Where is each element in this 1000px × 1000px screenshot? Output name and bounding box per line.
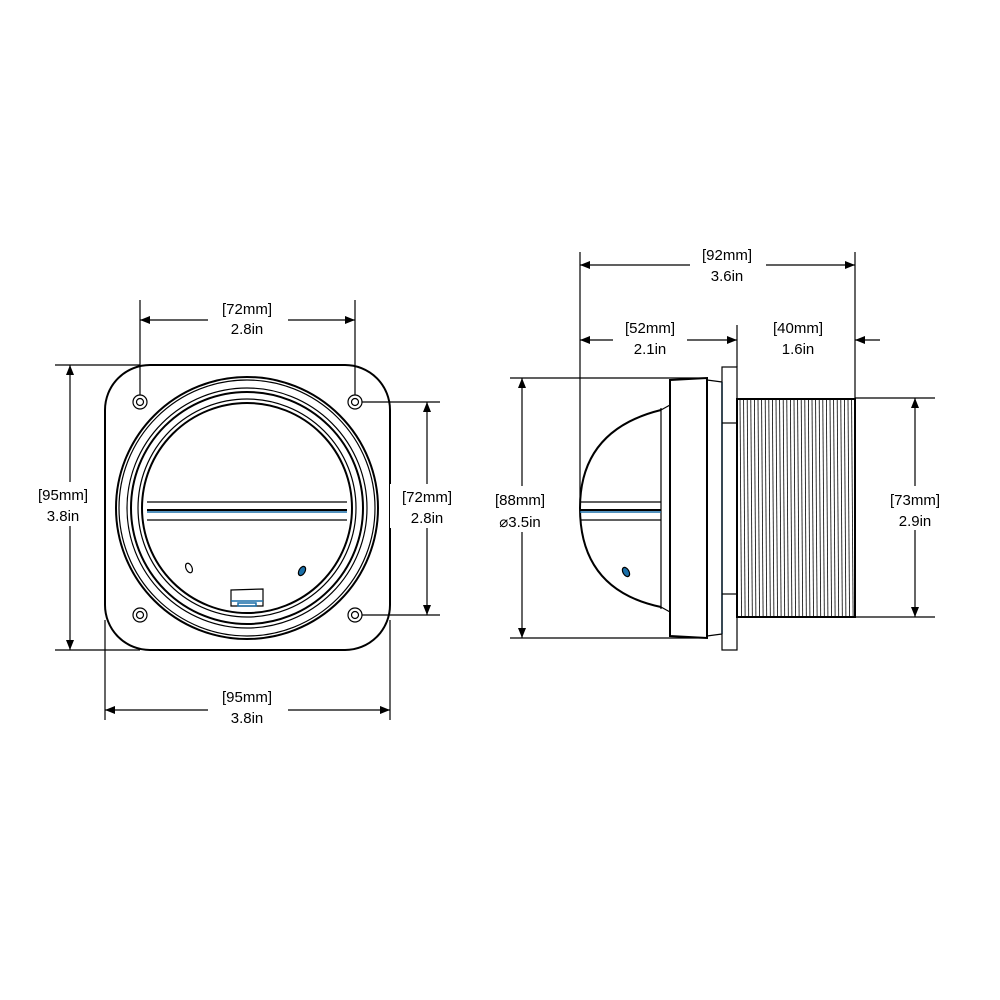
dimension-label-mm: [52mm] — [625, 320, 675, 337]
thread-line — [793, 399, 796, 617]
thread-line — [775, 399, 778, 617]
dimension-thread-73mm: [73mm] 2.9in — [855, 397, 954, 618]
thread-line — [764, 399, 768, 617]
dimension-diameter-88mm: [88mm] ⌀3.5in — [484, 377, 707, 639]
thread-line — [833, 399, 836, 617]
thread-line — [844, 399, 847, 617]
dimension-label-mm: [95mm] — [222, 689, 272, 706]
thread-line — [829, 399, 832, 617]
thread-line — [750, 399, 753, 617]
dimension-label-in: 3.8in — [47, 508, 80, 525]
dimension-label-mm: [92mm] — [702, 247, 752, 264]
pivot-screw — [621, 566, 631, 578]
thread-line — [757, 399, 760, 617]
thread-line — [808, 399, 811, 617]
thread-line — [797, 399, 800, 617]
dimension-front-52mm: [52mm] 2.1in — [580, 317, 738, 367]
dimension-top-72mm: [72mm] 2.8in — [139, 298, 356, 395]
lubber-bar — [147, 501, 347, 521]
thread-line — [790, 399, 793, 617]
thread-line — [815, 399, 818, 617]
dimension-right-72mm: [72mm] 2.8in — [362, 401, 464, 616]
bezel-rings — [115, 376, 379, 640]
dimension-label-mm: [40mm] — [773, 320, 823, 337]
thread-line — [804, 399, 807, 617]
dimension-label-in: 2.8in — [411, 510, 444, 527]
compensator-tab — [230, 588, 264, 607]
mounting-plate — [104, 364, 391, 651]
dimension-left-95mm: [95mm] 3.8in — [22, 364, 140, 651]
thread-line — [847, 399, 850, 617]
thread-line — [800, 399, 804, 617]
dimension-label-in: 1.6in — [782, 341, 815, 358]
dimension-label-in: ⌀3.5in — [499, 514, 541, 531]
dimension-label-in: 2.8in — [231, 321, 264, 338]
thread-line — [836, 399, 840, 617]
thread-line — [818, 399, 822, 617]
thread-line — [826, 399, 829, 617]
thread-line — [761, 399, 764, 617]
thread-line — [743, 399, 746, 617]
dimension-rear-40mm: [40mm] 1.6in — [773, 320, 880, 358]
thread-line — [840, 399, 843, 617]
thread-line — [786, 399, 789, 617]
bezel — [669, 376, 708, 640]
thread-line — [822, 399, 825, 617]
dimension-bottom-95mm: [95mm] 3.8in — [104, 620, 391, 728]
thread-line — [811, 399, 814, 617]
dimension-label-mm: [88mm] — [495, 492, 545, 509]
thread-line — [754, 399, 757, 617]
mounting-holes — [132, 394, 363, 623]
dimension-label-in: 2.1in — [634, 341, 667, 358]
thread-line — [782, 399, 786, 617]
dimension-overall-92mm: [92mm] 3.6in — [579, 244, 856, 500]
dimension-label-mm: [72mm] — [402, 489, 452, 506]
thread-line — [779, 399, 782, 617]
thread-line — [768, 399, 771, 617]
thread-line — [851, 399, 854, 617]
pivot-screw — [184, 562, 194, 574]
dimension-label-in: 3.8in — [231, 710, 264, 727]
thread-line — [772, 399, 775, 617]
dome — [578, 409, 662, 608]
threaded-body — [736, 398, 856, 618]
dome-bar — [580, 501, 661, 521]
front-view: [72mm] 2.8in [95mm] 3.8in [72mm] 2.8in — [22, 298, 464, 728]
dimension-label-in: 2.9in — [899, 513, 932, 530]
thread-line — [746, 399, 750, 617]
flange — [721, 366, 738, 651]
pivot-screw — [297, 565, 307, 577]
thread-line — [739, 399, 742, 617]
dimension-label-in: 3.6in — [711, 268, 744, 285]
dimension-label-mm: [73mm] — [890, 492, 940, 509]
side-view: [92mm] 3.6in [52mm] 2.1in [40mm] 1.6in [… — [484, 244, 954, 651]
dimension-label-mm: [72mm] — [222, 301, 272, 318]
dimension-label-mm: [95mm] — [38, 487, 88, 504]
